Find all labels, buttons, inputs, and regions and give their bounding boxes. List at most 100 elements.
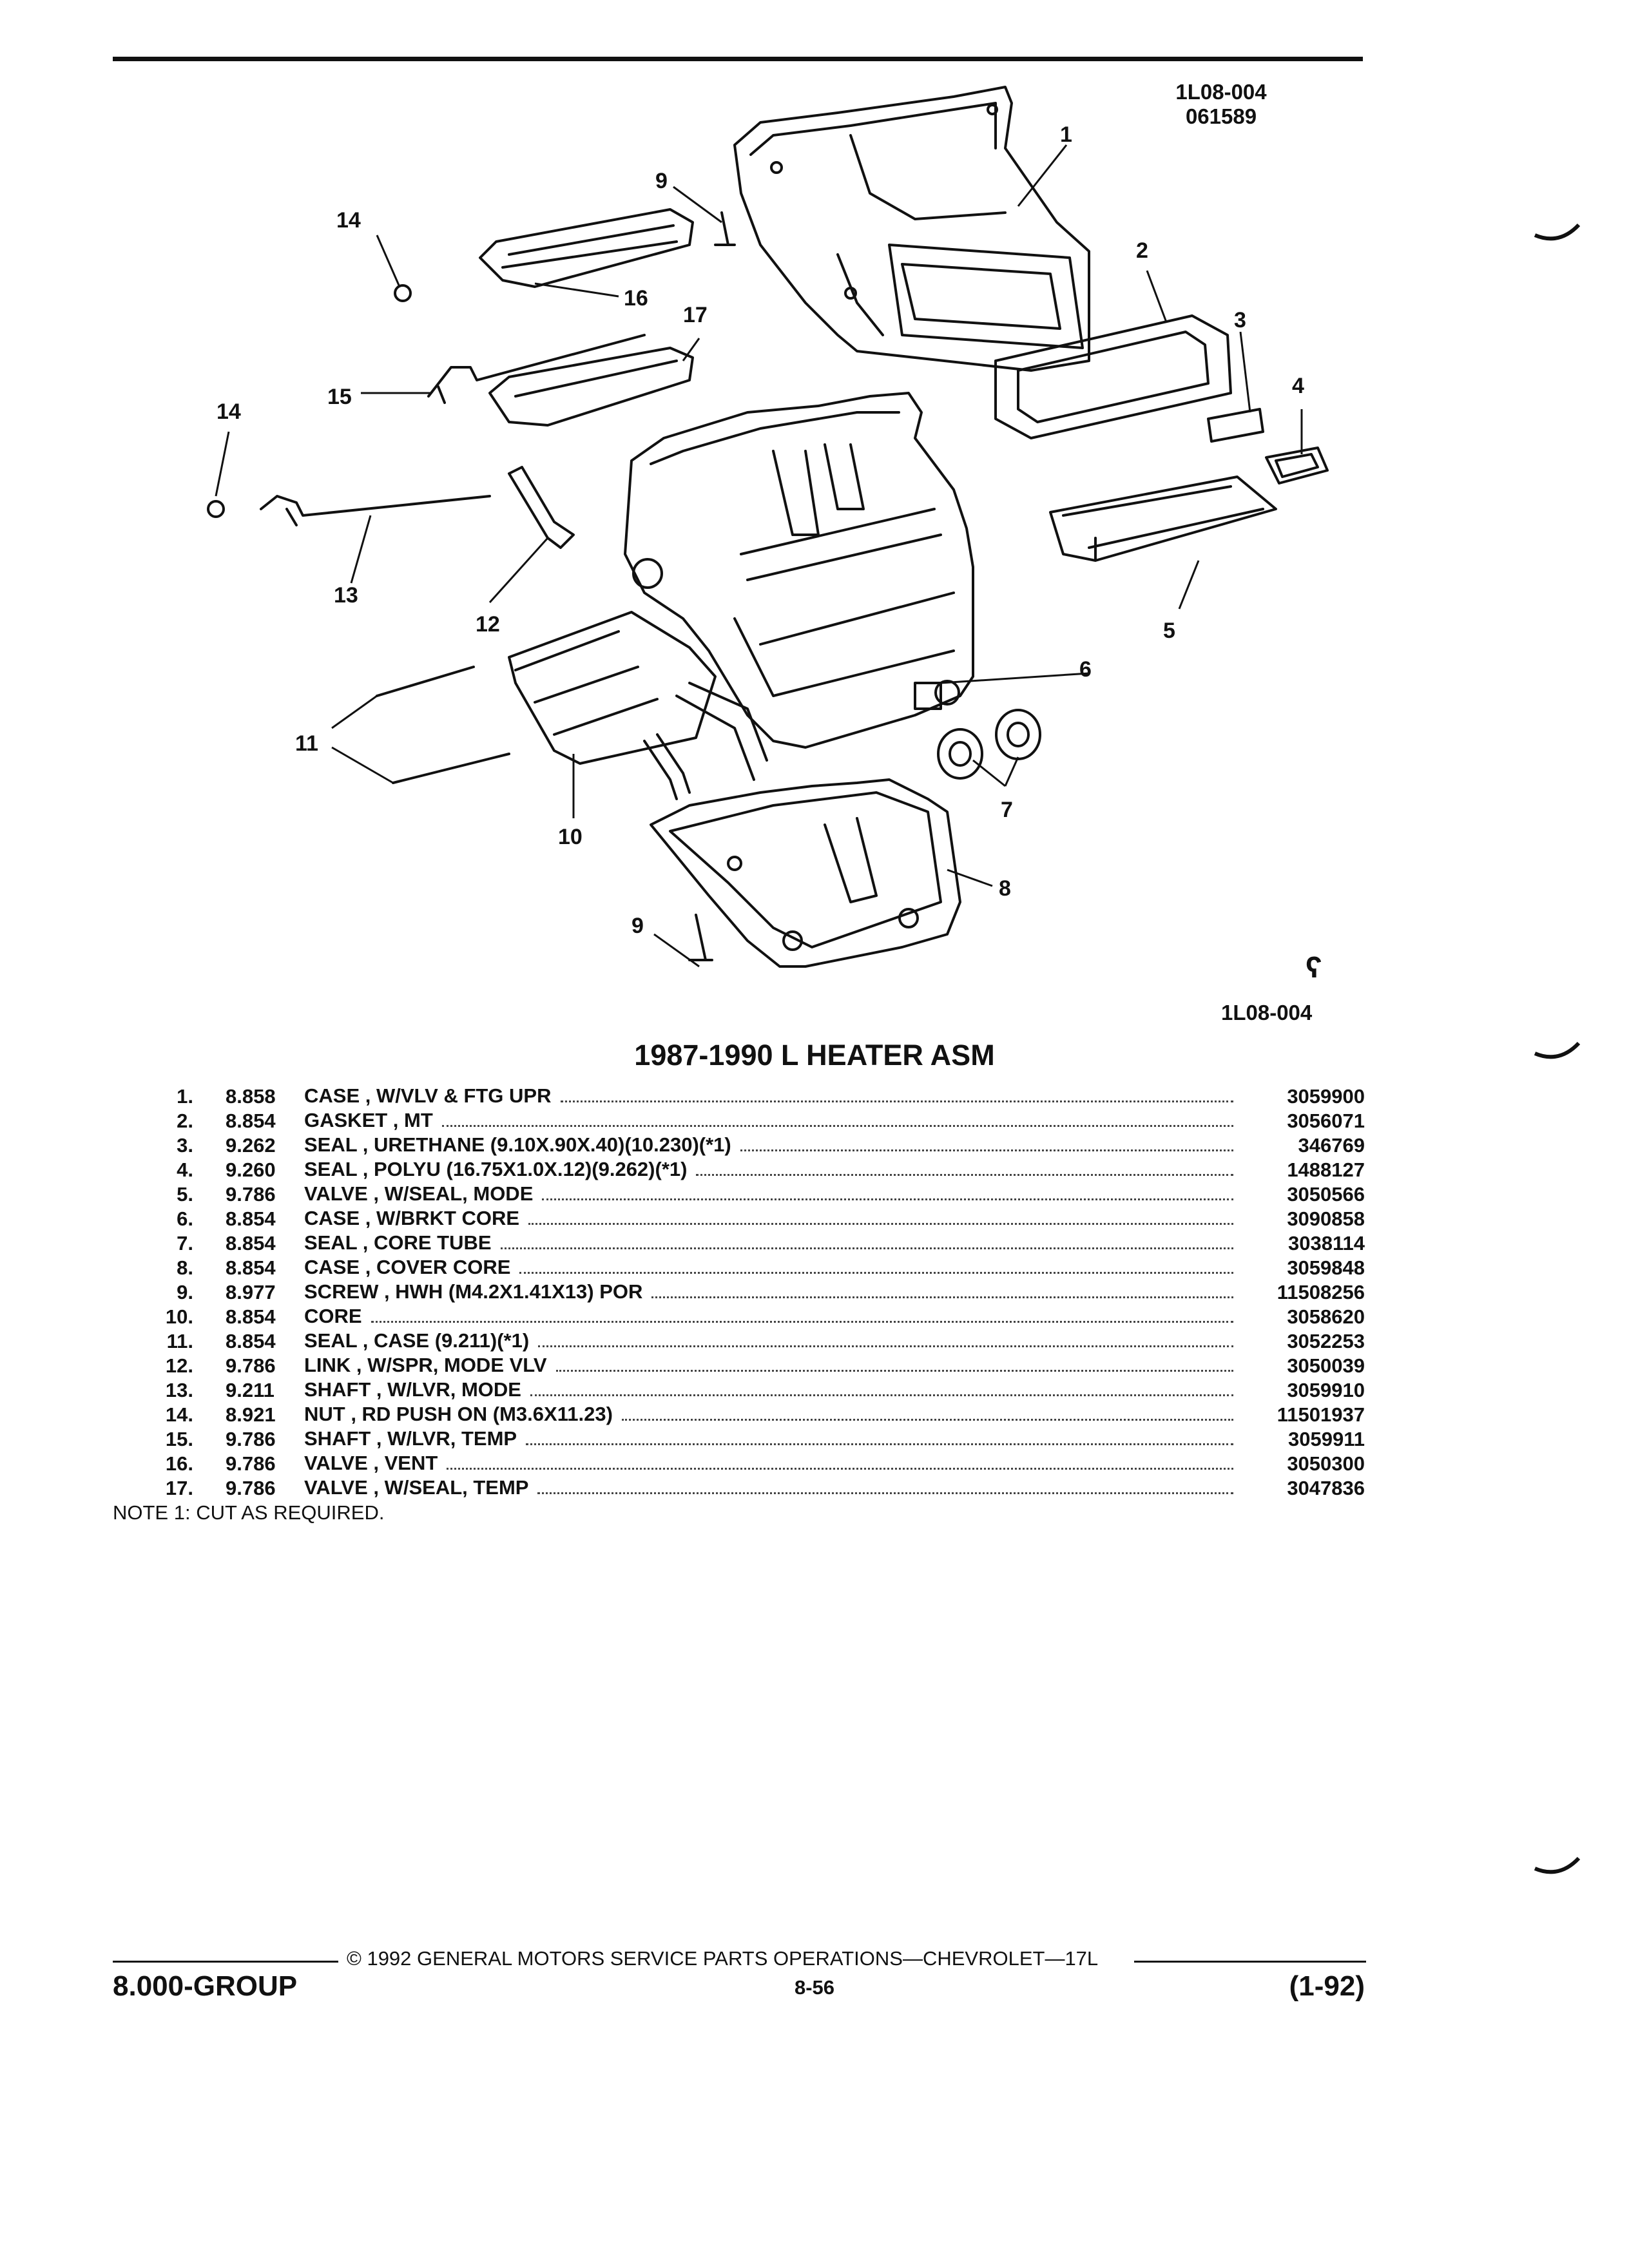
group-number: 9.260 [226, 1158, 276, 1181]
item-number: 11. [166, 1329, 193, 1352]
gm-logo-mark: ʕ [1306, 950, 1322, 984]
part-16-vent-valve [479, 208, 694, 288]
group-number: 8.854 [226, 1329, 276, 1352]
footer-group: 8.000-GROUP [113, 1970, 298, 2002]
part-number: 1488127 [1287, 1158, 1365, 1181]
item-number: 15. [165, 1427, 193, 1450]
part-4-seal [1265, 447, 1329, 485]
item-number: 8. [177, 1256, 193, 1279]
callout-1: 1 [1060, 122, 1072, 147]
binder-mark-2 [1534, 1041, 1581, 1059]
group-number: 8.977 [226, 1280, 276, 1303]
part-description: SCREW , HWH (M4.2X1.41X13) POR [304, 1280, 643, 1303]
part-number: 3038114 [1288, 1231, 1365, 1254]
part-description-cell: SEAL , CASE (9.211)(*1) [296, 1329, 1242, 1353]
group-number: 9.786 [226, 1354, 276, 1377]
leader-dots [696, 1174, 1233, 1176]
part-1-upper-case [733, 86, 1090, 372]
part-description: SEAL , URETHANE (9.10X.90X.40)(10.230)(*… [304, 1133, 731, 1156]
group-number: 8.854 [226, 1256, 276, 1279]
callout-10: 10 [558, 825, 583, 849]
group-number: 9.786 [226, 1182, 276, 1206]
part-11-case-seal-lower [392, 753, 510, 784]
part-number: 11501937 [1277, 1403, 1365, 1426]
item-number: 6. [177, 1207, 193, 1230]
drawing-code: 1L08-004 [1175, 80, 1267, 104]
leader-dots [441, 1125, 1233, 1127]
part-description-cell: SEAL , POLYU (16.75X1.0X.12)(9.262)(*1) [296, 1157, 1242, 1182]
leader-dots [740, 1149, 1233, 1151]
part-description: CASE , W/VLV & FTG UPR [304, 1084, 552, 1107]
exploded-parts-diagram: 1 2 3 4 5 6 7 8 9 9 10 11 12 13 14 14 15… [207, 86, 1329, 968]
group-number: 8.854 [226, 1109, 276, 1132]
part-number: 3059848 [1287, 1256, 1365, 1279]
part-number: 11508256 [1277, 1280, 1365, 1303]
part-description-cell: VALVE , VENT [296, 1451, 1242, 1475]
item-number: 14. [165, 1403, 193, 1426]
leader-dots [651, 1296, 1233, 1298]
part-11-case-seal-upper [376, 666, 475, 697]
item-number: 9. [177, 1280, 193, 1303]
item-number: 2. [177, 1109, 193, 1132]
top-rule [113, 57, 1363, 61]
item-number: 1. [177, 1084, 193, 1108]
leader-dots [542, 1198, 1233, 1200]
part-description: GASKET , MT [304, 1109, 433, 1131]
group-number: 8.921 [226, 1403, 276, 1426]
part-description: VALVE , W/SEAL, TEMP [304, 1476, 529, 1499]
part-description-cell: SHAFT , W/LVR, TEMP [296, 1427, 1242, 1451]
callout-12: 12 [476, 612, 500, 637]
callout-9-lower: 9 [631, 914, 644, 938]
part-description: SEAL , CORE TUBE [304, 1231, 492, 1254]
part-9-screw-lower [688, 914, 713, 961]
page-title: 1987-1990 L HEATER ASM [634, 1039, 995, 1072]
footer-page-number: 8-56 [794, 1976, 835, 1999]
drawing-code-footer: 1L08-004 [1221, 1001, 1313, 1024]
footer-copyright: © 1992 GENERAL MOTORS SERVICE PARTS OPER… [347, 1947, 1099, 1970]
part-7-core-tube-seals [937, 709, 1041, 780]
part-description: SHAFT , W/LVR, MODE [304, 1378, 521, 1401]
part-number: 3056071 [1287, 1109, 1365, 1132]
group-number: 9.786 [226, 1427, 276, 1450]
note: NOTE 1: CUT AS REQUIRED. [113, 1501, 385, 1524]
part-3-seal [1207, 408, 1264, 443]
part-13-shaft [260, 495, 491, 526]
callout-7: 7 [1001, 798, 1013, 822]
leader-dots [621, 1419, 1233, 1421]
part-2-gasket [994, 314, 1232, 439]
part-10-heater-core [508, 611, 768, 800]
part-description-cell: CASE , COVER CORE [296, 1255, 1242, 1280]
part-14-nut-lower [207, 500, 225, 518]
part-description-cell: SEAL , URETHANE (9.10X.90X.40)(10.230)(*… [296, 1133, 1242, 1157]
part-number: 3058620 [1287, 1305, 1365, 1328]
callout-4: 4 [1292, 374, 1304, 398]
parts-row: 15. 9.786 SHAFT , W/LVR, TEMP 3059911 [148, 1427, 1365, 1451]
parts-row: 7. 8.854 SEAL , CORE TUBE 3038114 [148, 1231, 1365, 1255]
part-description: VALVE , W/SEAL, MODE [304, 1182, 534, 1205]
part-description: CASE , W/BRKT CORE [304, 1207, 520, 1229]
part-description: CORE [304, 1305, 362, 1327]
item-number: 17. [165, 1476, 193, 1499]
callout-3: 3 [1234, 308, 1246, 332]
binder-mark-3 [1534, 1856, 1581, 1874]
binder-mark-1 [1534, 223, 1581, 241]
part-number: 3090858 [1287, 1207, 1365, 1230]
footer-rule-right [1134, 1961, 1366, 1963]
part-14-nut-upper [394, 284, 412, 302]
callout-9-upper: 9 [655, 169, 668, 193]
item-number: 7. [177, 1231, 193, 1254]
part-6-heater-case [624, 392, 974, 749]
group-number: 8.854 [226, 1231, 276, 1254]
part-number: 3059911 [1288, 1427, 1365, 1450]
part-description: VALVE , VENT [304, 1452, 438, 1474]
leader-dots [537, 1492, 1233, 1494]
group-number: 8.858 [226, 1084, 276, 1108]
part-17-temp-valve [488, 347, 694, 427]
part-description: SEAL , POLYU (16.75X1.0X.12)(9.262)(*1) [304, 1158, 688, 1180]
group-number: 9.786 [226, 1476, 276, 1499]
